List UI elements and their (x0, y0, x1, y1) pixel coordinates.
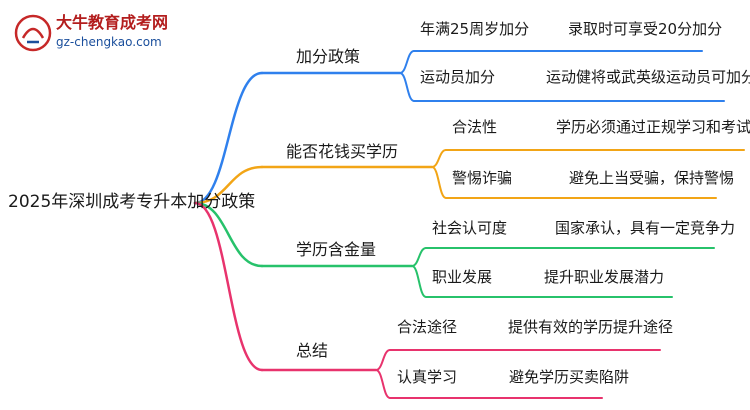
branch-label-degree-value: 学历含金量 (296, 240, 377, 259)
leaf-label-legal-path: 合法途径 (397, 318, 458, 336)
connector-root-branch-3 (193, 201, 264, 372)
logo-emblem-icon (14, 14, 52, 52)
connector-root-branch-2 (193, 201, 264, 268)
branch-label-bonus-policy: 加分政策 (296, 47, 361, 66)
logo-url: gz-chengkao.com (56, 35, 162, 49)
connector-branch-3-leaf-0 (375, 349, 391, 371)
leaf-detail-age-bonus: 录取时可享受20分加分 (568, 20, 723, 38)
root-node-label: 2025年深圳成考专升本加分政策 (8, 192, 256, 212)
leaf-detail-legal-path: 提供有效的学历提升途径 (508, 318, 674, 336)
leaf-label-legality: 合法性 (452, 118, 498, 136)
leaf-label-fraud-warning: 警惕诈骗 (452, 169, 513, 187)
leaf-label-career: 职业发展 (432, 268, 493, 286)
leaf-label-age-bonus: 年满25周岁加分 (420, 20, 530, 38)
logo: 大牛教育成考网 gz-chengkao.com (6, 10, 186, 56)
connector-branch-2-leaf-1 (411, 265, 427, 298)
connector-branch-0-leaf-0 (399, 50, 415, 74)
branch-label-buy-degree: 能否花钱买学历 (286, 142, 399, 161)
leaf-detail-study-hard: 避免学历买卖陷阱 (509, 368, 630, 386)
connector-branch-0-leaf-1 (399, 72, 415, 102)
connector-root-branch-0 (193, 71, 264, 205)
leaf-label-athlete-bonus: 运动员加分 (420, 68, 496, 86)
connector-branch-2-leaf-0 (411, 247, 427, 267)
leaf-label-recognition: 社会认可度 (432, 219, 508, 237)
logo-title: 大牛教育成考网 (56, 13, 169, 32)
connector-root-branch-1 (193, 165, 264, 205)
leaf-detail-fraud-warning: 避免上当受骗，保持警惕 (569, 169, 735, 187)
leaf-detail-legality: 学历必须通过正规学习和考试获得 (556, 118, 750, 136)
leaf-detail-career: 提升职业发展潜力 (544, 268, 665, 286)
connector-branch-1-leaf-1 (431, 166, 447, 199)
connector-branch-1-leaf-0 (431, 149, 447, 168)
leaf-label-study-hard: 认真学习 (397, 368, 458, 386)
branch-label-summary: 总结 (296, 341, 329, 360)
leaf-detail-recognition: 国家承认，具有一定竞争力 (555, 219, 736, 237)
connector-branch-3-leaf-1 (375, 369, 391, 399)
leaf-detail-athlete-bonus: 运动健将或武英级运动员可加分 (546, 68, 750, 86)
